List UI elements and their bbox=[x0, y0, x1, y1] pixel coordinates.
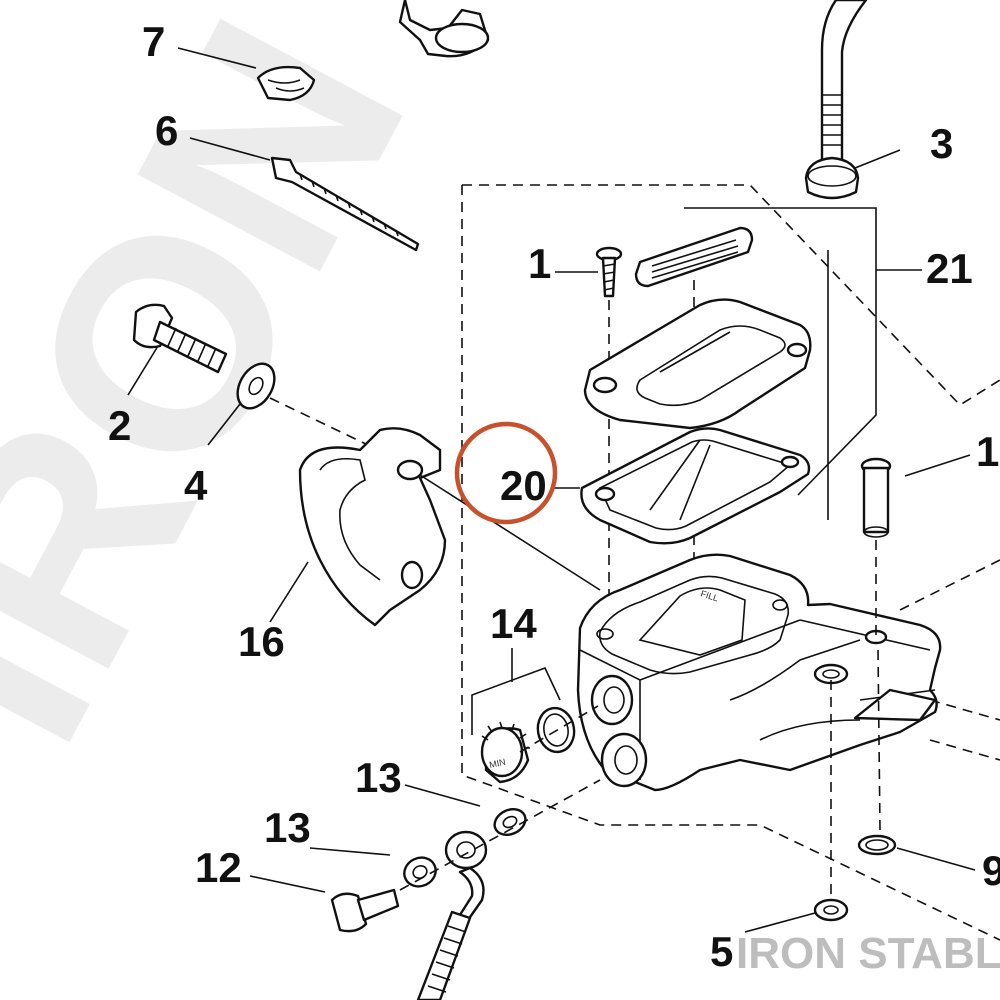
bracket-14 bbox=[471, 666, 561, 735]
callout-6: 6 bbox=[155, 107, 178, 154]
dash-bolt-axis bbox=[269, 397, 371, 447]
dash-cap-axis bbox=[519, 705, 599, 753]
part-6-cable-tie bbox=[270, 156, 420, 252]
part-5-nut bbox=[813, 898, 849, 922]
callout-13-lower: 13 bbox=[264, 804, 311, 851]
bracket-21 bbox=[684, 207, 922, 520]
callout-12: 12 bbox=[195, 844, 242, 891]
dashed-guide-right bbox=[829, 559, 1000, 761]
callout-14: 14 bbox=[490, 600, 537, 647]
callout-5: 5 bbox=[710, 928, 733, 975]
part-2-bolt bbox=[132, 303, 228, 374]
callout-20: 20 bbox=[500, 462, 547, 509]
part-12-banjo-bolt bbox=[330, 888, 400, 933]
part-1-screw bbox=[595, 246, 623, 298]
part-14-cap: MIN bbox=[480, 721, 530, 784]
part-9-ring bbox=[857, 834, 897, 856]
part-7-clip bbox=[256, 65, 316, 102]
callout-4: 4 bbox=[184, 462, 208, 509]
part-16-clamp bbox=[298, 427, 447, 627]
brake-hose bbox=[416, 830, 488, 1000]
part-3-grommet-line bbox=[804, 0, 868, 200]
label-plate bbox=[634, 226, 754, 288]
assembly-boundary bbox=[461, 184, 1000, 941]
master-cylinder-body: FILL bbox=[576, 553, 942, 792]
dash-hose-axis bbox=[399, 779, 601, 891]
callout-9: 9 bbox=[982, 847, 1000, 894]
callout-21: 21 bbox=[926, 245, 973, 292]
callout-1: 1 bbox=[528, 240, 551, 287]
callout-17: 17 bbox=[976, 428, 1000, 475]
dash-clamp-axis bbox=[419, 474, 601, 591]
cap-marking: MIN bbox=[488, 757, 506, 770]
highlight-circle bbox=[454, 421, 558, 525]
part-4-washer bbox=[236, 362, 276, 410]
callouts: 7 6 3 21 1 2 4 17 20 16 14 13 13 12 9 5 bbox=[108, 18, 1000, 975]
leader-lines bbox=[127, 47, 976, 933]
dash-pin-axis bbox=[875, 540, 881, 831]
callout-2: 2 bbox=[108, 402, 131, 449]
callout-16: 16 bbox=[238, 618, 285, 665]
top-fitting bbox=[398, 0, 490, 58]
brand-label: IRON STABLE bbox=[736, 929, 1000, 978]
part-13-washer-lower bbox=[403, 856, 437, 888]
part-20-gasket bbox=[580, 427, 811, 545]
callout-7: 7 bbox=[142, 18, 165, 65]
part-13-washer-upper bbox=[493, 807, 527, 837]
callout-3: 3 bbox=[930, 120, 953, 167]
reservoir-cover bbox=[583, 298, 812, 430]
part-17-pin bbox=[860, 457, 892, 538]
callout-13-upper: 13 bbox=[355, 754, 402, 801]
